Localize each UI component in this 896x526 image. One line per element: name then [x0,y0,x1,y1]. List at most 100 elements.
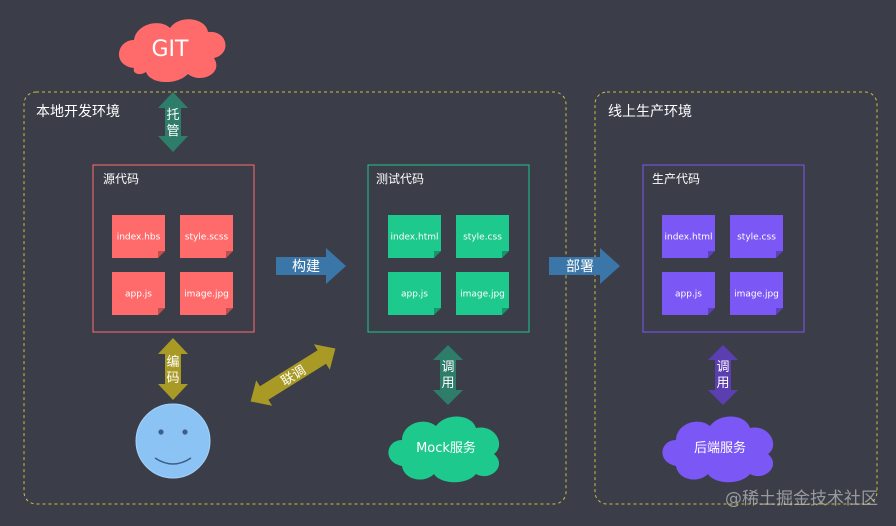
encode-arrow-shape [158,338,188,400]
local-env-title: 本地开发环境 [36,104,120,120]
file-name: app.js [125,290,152,300]
mock-cloud-label: Mock服务 [416,440,476,456]
build-arrow-shape [276,248,346,284]
file-icon [662,215,715,258]
source-box-title: 源代码 [103,172,139,186]
encode-arrow: 编 码 [158,338,188,400]
file-icon [388,272,441,315]
backend-service-cloud: 后端服务 [662,416,774,483]
file-name: app.js [401,290,428,300]
watermark: @稀土掘金技术社区 [725,489,878,509]
file-fold-corner [158,251,165,258]
encode-arrow-label-2: 码 [166,371,179,386]
local-env-frame [23,91,567,505]
file-tile: style.scss [180,215,233,258]
backend-call-arrow: 调 用 [708,345,738,405]
file-tile: image.jpg [730,272,783,315]
file-icon [180,272,233,315]
deploy-arrow: 部署 [549,248,620,284]
git-cloud: GIT [118,19,226,83]
mock-call-arrow-shape [433,345,463,405]
mock-cloud-shape [388,416,500,483]
backend-call-arrow-shape [708,345,738,405]
file-tile: app.js [662,272,715,315]
test-box-frame [367,164,530,333]
prod-code-box: 生产代码 index.html style.css app.js image.jpg [642,164,805,333]
backend-cloud-shape [662,416,774,483]
backend-call-label-1: 调 [716,360,729,375]
mock-call-arrow: 调 用 [433,345,463,405]
host-arrow-shape [158,92,188,152]
face-circle [135,403,211,479]
file-icon [388,215,441,258]
encode-arrow-label-1: 编 [166,355,179,370]
test-files: index.html style.css app.js image.jpg [388,215,509,315]
git-cloud-label: GIT [152,37,190,62]
file-name: style.scss [185,233,229,243]
file-icon [112,272,165,315]
file-icon [112,215,165,258]
file-fold-corner [708,308,715,315]
file-name: style.css [737,233,776,243]
source-files: index.hbs style.scss app.js image.jpg [112,215,233,315]
file-tile: style.css [456,215,509,258]
file-fold-corner [226,308,233,315]
source-box-frame [92,164,255,333]
mock-service-cloud: Mock服务 [388,416,500,483]
file-fold-corner [502,251,509,258]
source-code-box: 源代码 index.hbs style.scss app.js image.jpg [92,164,255,333]
file-name: image.jpg [734,290,779,300]
prod-files: index.html style.css app.js image.jpg [662,215,783,315]
deploy-arrow-label: 部署 [566,259,594,275]
file-fold-corner [502,308,509,315]
prod-box-title: 生产代码 [652,172,700,186]
file-name: index.hbs [117,233,161,243]
file-name: style.css [463,233,502,243]
backend-call-label-2: 用 [716,376,729,391]
file-name: image.jpg [460,290,505,300]
file-icon [662,272,715,315]
file-name: index.html [665,233,713,243]
file-tile: index.html [388,215,441,258]
file-icon [180,215,233,258]
backend-cloud-label: 后端服务 [694,440,746,456]
file-name: image.jpg [184,290,229,300]
debug-arrow: 联调 [250,344,336,406]
deploy-arrow-shape [549,248,620,284]
file-icon [730,272,783,315]
mock-call-label-1: 调 [441,360,454,375]
file-tile: index.html [662,215,715,258]
debug-arrow-shape [250,344,336,406]
file-icon [456,215,509,258]
build-arrow: 构建 [276,248,346,284]
git-cloud-shape [118,19,226,83]
build-arrow-label: 构建 [292,259,320,275]
file-fold-corner [434,251,441,258]
file-fold-corner [776,308,783,315]
file-tile: style.css [730,215,783,258]
file-tile: index.hbs [112,215,165,258]
file-name: index.html [391,233,439,243]
file-tile: image.jpg [180,272,233,315]
file-fold-corner [226,251,233,258]
developer-face-icon [135,403,211,479]
face-left-eye [158,429,164,435]
file-fold-corner [776,251,783,258]
host-arrow-label-2: 管 [166,124,179,139]
file-icon [456,272,509,315]
file-tile: app.js [112,272,165,315]
online-env-frame [594,91,878,505]
file-name: app.js [675,290,702,300]
file-fold-corner [158,308,165,315]
file-icon [730,215,783,258]
file-fold-corner [708,251,715,258]
face-right-eye [182,429,188,435]
host-arrow-label-1: 托 [166,108,179,123]
host-arrow: 托 管 [158,92,188,152]
prod-box-frame [642,164,805,333]
file-tile: app.js [388,272,441,315]
face-smile [154,457,192,465]
file-fold-corner [434,308,441,315]
